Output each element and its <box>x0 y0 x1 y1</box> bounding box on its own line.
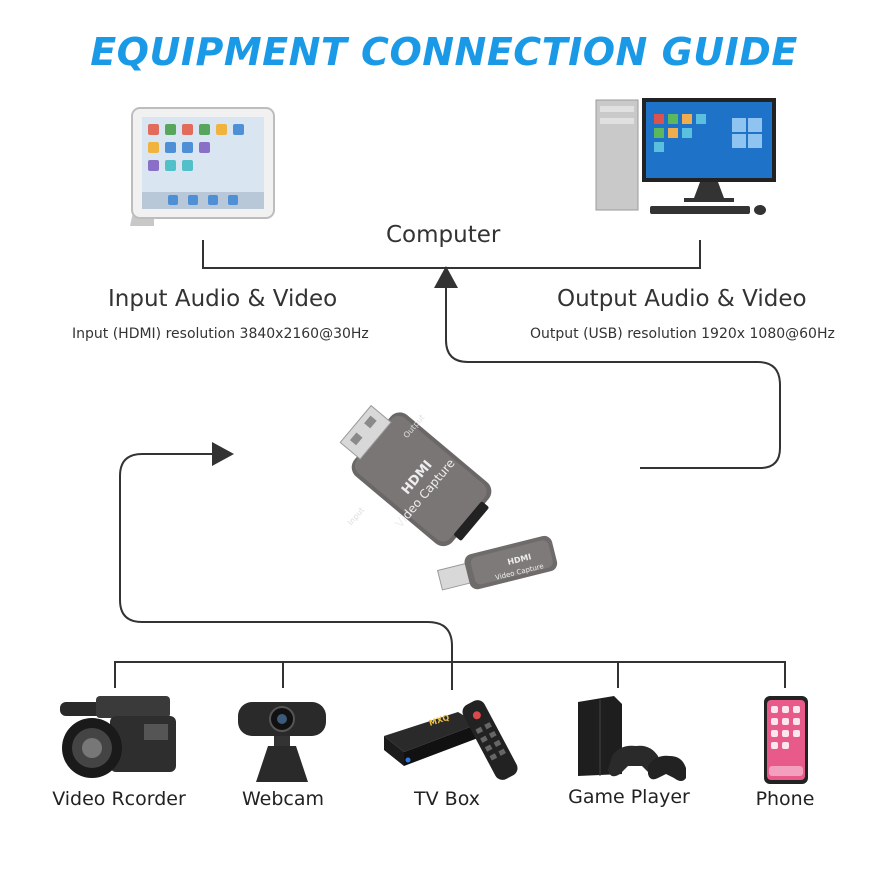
device-label-video-recorder: Video Rcorder <box>52 788 186 810</box>
capture-card-input-port: Input <box>346 506 366 528</box>
phone-icon <box>764 696 808 784</box>
device-bracket-line <box>114 661 786 688</box>
webcam-icon <box>238 702 326 782</box>
tv-box-icon: MXQ <box>384 700 518 780</box>
device-label-webcam: Webcam <box>241 788 325 810</box>
capture-card-icon: HDMI Video Capture Output Input <box>339 404 492 547</box>
desktop-pc-icon <box>595 98 776 215</box>
tablet-icon <box>130 107 275 226</box>
input-arrowhead <box>212 442 234 466</box>
video-recorder-icon <box>60 696 176 778</box>
output-detail: Output (USB) resolution 1920x 1080@60Hz <box>530 326 835 342</box>
input-detail: Input (HDMI) resolution 3840x2160@30Hz <box>72 326 369 342</box>
output-arrowhead <box>434 266 458 288</box>
page-title: EQUIPMENT CONNECTION GUIDE <box>90 30 798 74</box>
output-arrow-line <box>445 285 781 469</box>
computer-label: Computer <box>386 222 501 248</box>
device-label-game-player: Game Player <box>568 786 690 808</box>
device-label-phone: Phone <box>755 788 815 810</box>
device-label-tv-box: TV Box <box>414 788 480 810</box>
capture-card-small-icon: HDMI Video Capture <box>436 535 558 591</box>
input-heading: Input Audio & Video <box>108 286 338 312</box>
output-heading: Output Audio & Video <box>557 286 807 312</box>
game-console-icon <box>578 696 686 781</box>
input-arrow-line <box>119 453 453 690</box>
computer-bracket-line <box>202 240 701 269</box>
